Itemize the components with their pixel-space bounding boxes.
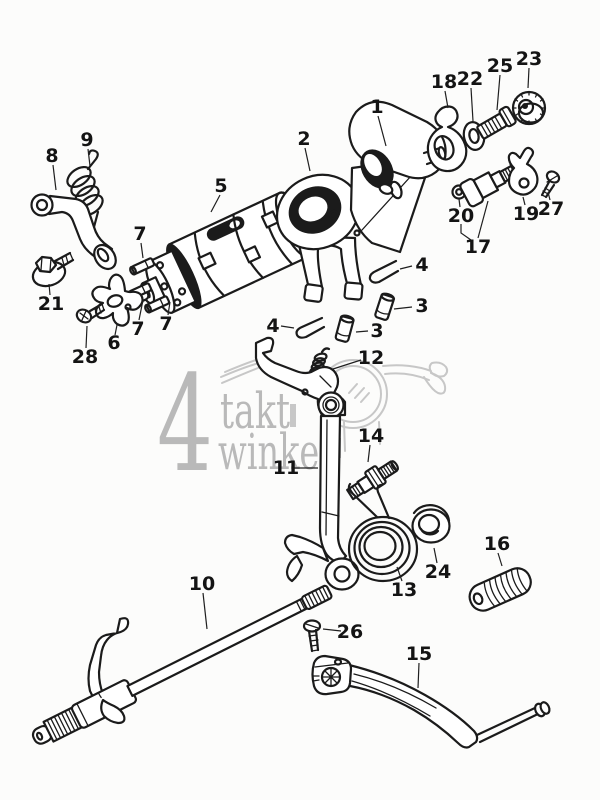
part-23-cap-nut: [511, 90, 547, 126]
callout-3a: 3: [415, 295, 428, 317]
callout-14: 14: [358, 425, 384, 447]
part-18-lock-clip: [426, 105, 468, 173]
part-15-gearchange-pedal: [311, 654, 551, 749]
callout-5: 5: [214, 175, 227, 197]
part-10-gearchange-shaft: [31, 584, 333, 745]
part-25-spring-bolt: [476, 105, 517, 140]
callout-25: 25: [487, 55, 513, 77]
leader-lines: [48, 67, 551, 689]
part-13-torsion-spring: [347, 482, 419, 583]
part-10-stopper-plate-tip: [98, 693, 126, 725]
callout-20: 20: [448, 205, 474, 227]
callout-1: 1: [370, 96, 383, 118]
part-3-dowel-pin-left: [334, 314, 355, 343]
part-24-roller-bushing: [411, 504, 451, 544]
callout-12: 12: [358, 347, 384, 369]
watermark-word-top: takt: [220, 382, 290, 440]
callout-4a: 4: [415, 254, 428, 276]
callout-28: 28: [72, 346, 98, 368]
part-7-pin-c: [144, 295, 171, 314]
callout-24: 24: [425, 561, 451, 583]
callout-10: 10: [189, 573, 215, 595]
part-14-stud-bolt: [346, 460, 399, 501]
callout-22: 22: [457, 68, 483, 90]
part-27-screw: [540, 170, 561, 199]
callout-19: 19: [513, 203, 539, 225]
part-7-pin-a: [129, 257, 156, 276]
watermark-numeral: 4: [157, 348, 213, 502]
callout-21: 21: [38, 293, 64, 315]
watermark: 4 takt winkel: [157, 348, 330, 502]
callout-7a: 7: [133, 223, 146, 245]
watermark-word-bottom: winkel: [218, 423, 330, 481]
callout-17: 17: [465, 236, 491, 258]
part-28-screw: [75, 302, 106, 324]
part-6-star-cam-plate: [91, 273, 144, 327]
callout-3b: 3: [370, 320, 383, 342]
callout-8: 8: [45, 145, 58, 167]
callout-7b: 7: [131, 318, 144, 340]
part-9-spring: [66, 149, 104, 229]
callout-13: 13: [391, 579, 417, 601]
part-4-hairpin-clip-left: [295, 316, 326, 339]
callout-6: 6: [107, 332, 120, 354]
callout-9: 9: [80, 129, 93, 151]
callout-11: 11: [273, 457, 299, 479]
callout-23: 23: [516, 48, 542, 70]
callout-26: 26: [337, 621, 363, 643]
part-11-gearchange-arm: [254, 336, 360, 591]
ghost-bar: [290, 404, 296, 427]
part-16-rubber-grip: [468, 567, 532, 612]
part-4-hairpin-clip-right: [368, 259, 400, 284]
callout-16: 16: [484, 533, 510, 555]
callout-4b: 4: [266, 315, 279, 337]
callout-2: 2: [297, 128, 310, 150]
part-26-screw: [302, 619, 322, 653]
callout-27: 27: [538, 198, 564, 220]
part-19-bracket: [507, 146, 539, 196]
callout-18: 18: [431, 71, 457, 93]
part-8-stopper-lever: [30, 193, 117, 271]
part-2-shift-fork: [275, 173, 364, 303]
callout-15: 15: [406, 643, 432, 665]
callouts: 1 2 3 3 4 4 5 6 7 7 7 8 9 10 11 12 13 14…: [38, 48, 564, 665]
callout-7c: 7: [159, 313, 172, 335]
part-3-dowel-pin-right: [374, 292, 396, 321]
part-21-flange-bolt: [31, 251, 75, 288]
